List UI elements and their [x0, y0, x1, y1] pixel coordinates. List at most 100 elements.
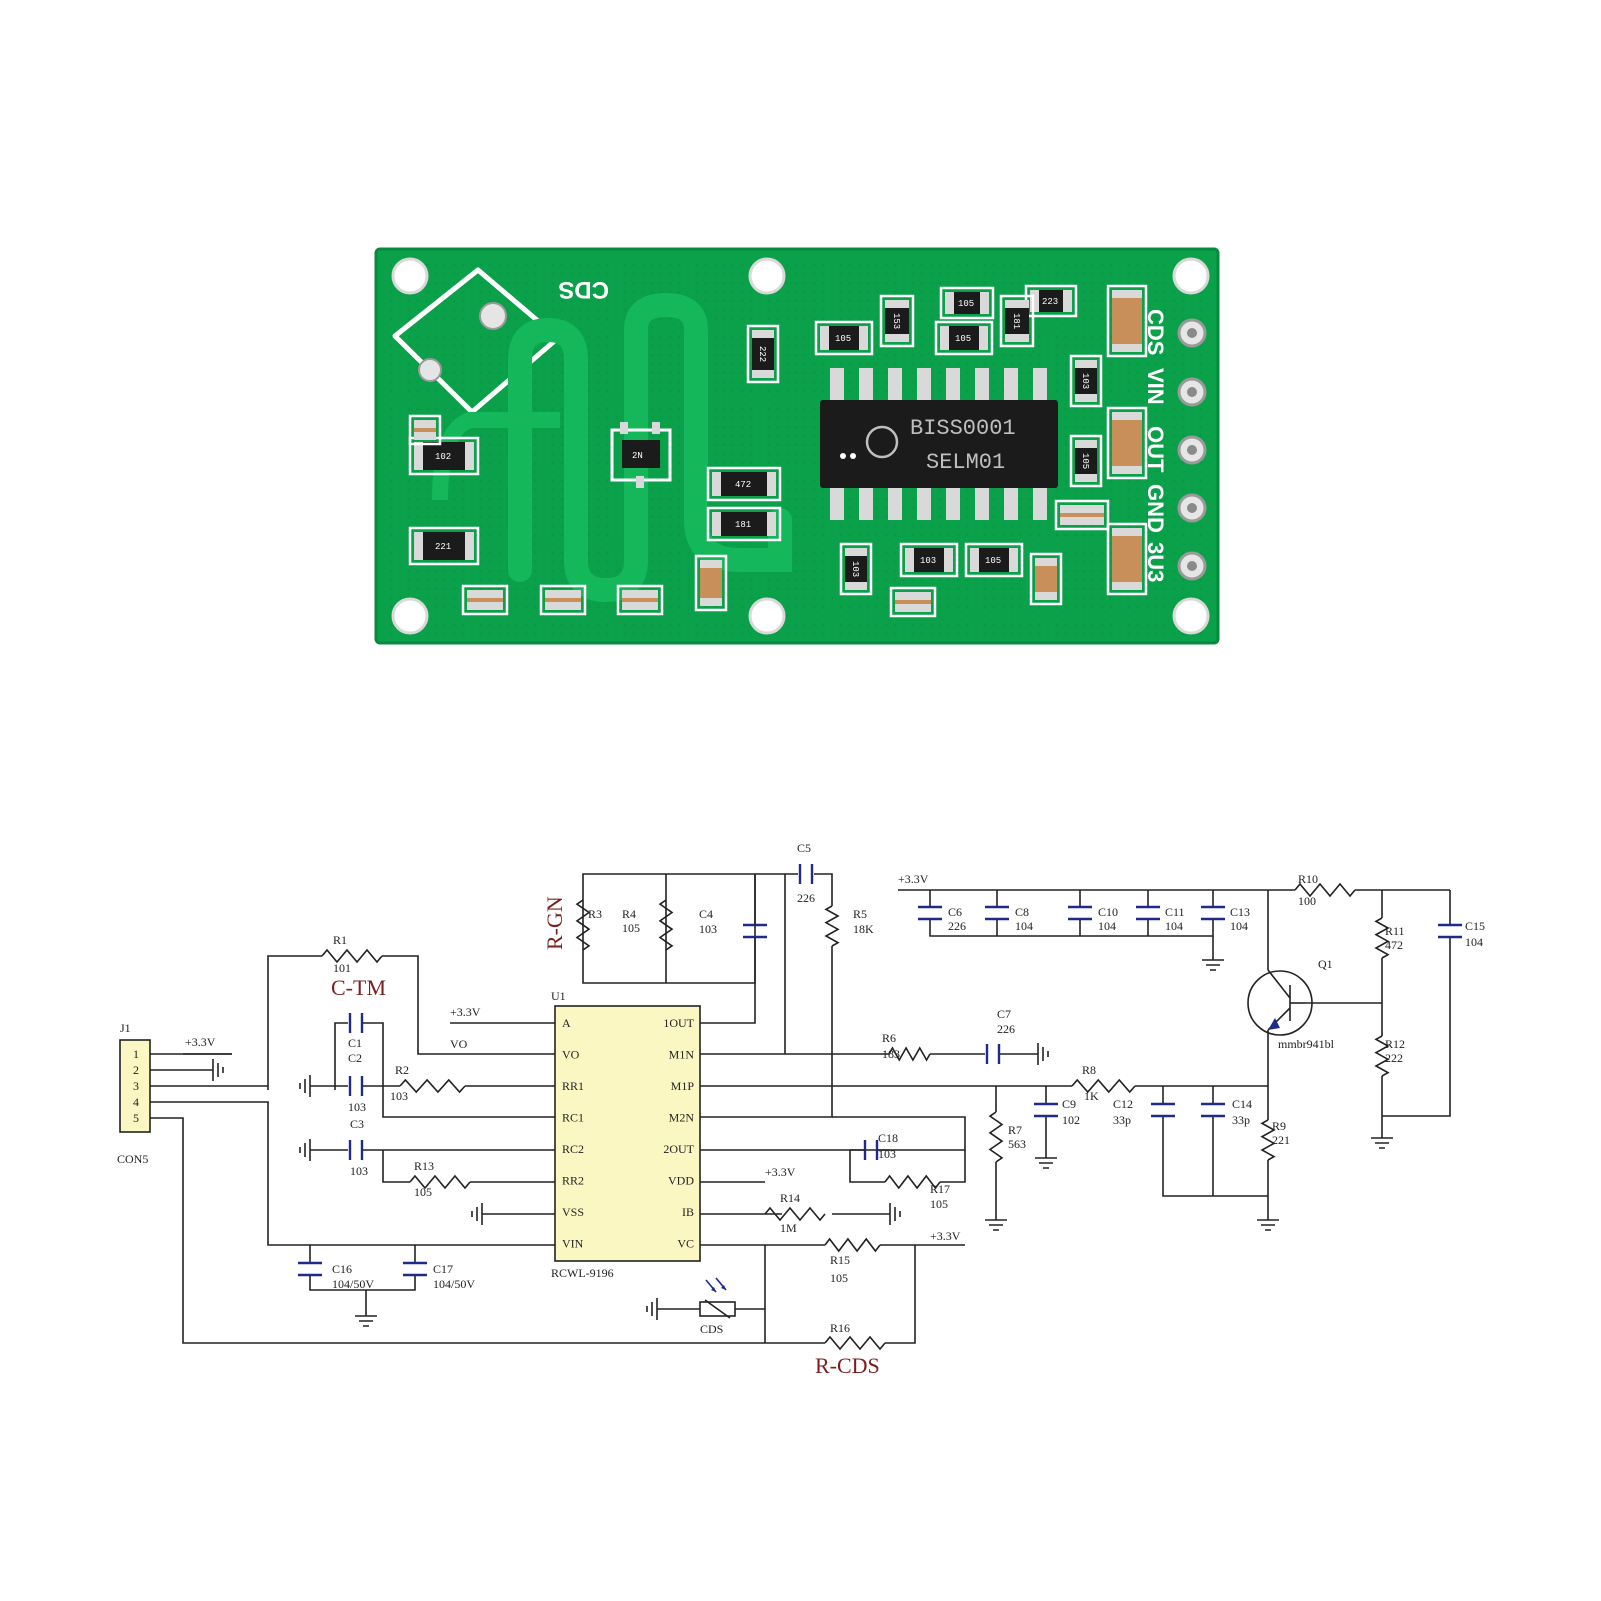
mounting-hole [748, 257, 786, 295]
label-c14-value: 33p [1232, 1113, 1250, 1127]
label-c18-value: 103 [878, 1147, 896, 1161]
label-c3-ref: C3 [350, 1117, 364, 1131]
u1-left-pin: VSS [562, 1205, 584, 1219]
label-c8-value: 104 [1015, 919, 1033, 933]
label-r17-value: 105 [930, 1197, 948, 1211]
rgn-annotation: R-GN [542, 896, 567, 950]
label-c11-value: 104 [1165, 919, 1183, 933]
label-r14-ref: R14 [780, 1191, 800, 1205]
smd-resistor: 153 [879, 294, 915, 348]
chip-pin [917, 368, 931, 402]
u1-right-pin: VC [677, 1237, 694, 1251]
label-r15-value: 105 [830, 1271, 848, 1285]
header-pad-hole [1187, 503, 1197, 513]
label-r13-value: 105 [414, 1185, 432, 1199]
smd-mark: 223 [1042, 297, 1058, 307]
ground-symbol [985, 1212, 1007, 1231]
sot23-transistor: 2N [610, 422, 672, 488]
transistor-mark: 2N [632, 451, 643, 461]
capacitor-c12 [1151, 1102, 1175, 1118]
ground-symbol [1035, 1150, 1057, 1169]
smd-mark: 105 [835, 334, 851, 344]
j1-ref: J1 [120, 1021, 131, 1035]
header-pad-hole [1187, 445, 1197, 455]
resistor-r6 [888, 1046, 931, 1062]
smd-mark: 103 [1080, 373, 1090, 389]
resistor-r8 [1071, 1078, 1136, 1094]
capacitor-c2 [348, 1076, 364, 1096]
u1-right-pin: M2N [669, 1111, 695, 1125]
resistor-r16 [824, 1335, 886, 1351]
u1-ref: U1 [551, 989, 566, 1003]
u1-right-pin: M1P [671, 1079, 695, 1093]
resistor-r7 [988, 1111, 1004, 1163]
label-cds-ref: CDS [700, 1322, 723, 1336]
j1-pin-number: 3 [133, 1079, 139, 1093]
label-r10-value: 100 [1298, 894, 1316, 908]
smd-resistor: 105 [934, 320, 994, 356]
label-c5-ref: C5 [797, 841, 811, 855]
capacitor-c11 [1136, 905, 1160, 921]
resistor-r2 [399, 1078, 466, 1094]
smd-resistor: 221 [408, 526, 480, 566]
smd-mark: 222 [757, 346, 767, 362]
resistor-r1 [321, 948, 383, 964]
j1-name: CON5 [117, 1152, 148, 1166]
label-c12-ref: C12 [1113, 1097, 1133, 1111]
label-c9-ref: C9 [1062, 1097, 1076, 1111]
chip-pin [859, 486, 873, 520]
label-c10-value: 104 [1098, 919, 1116, 933]
capacitor-c17 [403, 1261, 427, 1277]
label-c1-ref: C1 [348, 1036, 362, 1050]
label-r16-ref: R16 [830, 1321, 850, 1335]
label-c14-ref: C14 [1232, 1097, 1252, 1111]
label-c10-ref: C10 [1098, 905, 1118, 919]
ground-symbol [1371, 1130, 1393, 1149]
ctm-annotation: C-TM [331, 975, 386, 1000]
label-r9-ref: R9 [1272, 1119, 1286, 1133]
chip-pin [1004, 486, 1018, 520]
smd-mark: 181 [735, 520, 751, 530]
label-r1-value: 101 [333, 961, 351, 975]
smd-mark: 105 [958, 299, 974, 309]
j1-pin-number: 1 [133, 1047, 139, 1061]
biss0001-chip: BISS0001 SELM01 [820, 368, 1058, 520]
net-label-vc: +3.3V [930, 1229, 961, 1243]
u1-right-pin: 2OUT [663, 1142, 694, 1156]
smd-resistor: 105 [964, 542, 1024, 578]
header-silk-label: VIN [1143, 368, 1168, 405]
j1-pin-number: 2 [133, 1063, 139, 1077]
resistor-r5 [824, 905, 840, 947]
label-c6-value: 226 [948, 919, 966, 933]
label-c6-ref: C6 [948, 905, 962, 919]
label-r3-ref: R3 [588, 907, 602, 921]
resistor-r11 [1374, 917, 1390, 959]
resistor-r3 [575, 899, 591, 951]
ground-symbol [1202, 952, 1224, 971]
capacitor-c10 [1068, 905, 1092, 921]
smd-resistor: 103 [1069, 354, 1103, 408]
smd-capacitor [408, 414, 442, 446]
header-pad-hole [1187, 387, 1197, 397]
ground-symbol [205, 1059, 224, 1081]
smd-mark: 181 [1011, 313, 1021, 329]
label-c7-ref: C7 [997, 1007, 1011, 1021]
mounting-hole [391, 257, 429, 295]
cds-photoresistor-symbol [699, 1277, 736, 1319]
u1-right-pin: IB [682, 1205, 694, 1219]
label-r8-ref: R8 [1082, 1063, 1096, 1077]
mounting-hole [1172, 597, 1210, 635]
resistor-r15 [824, 1237, 881, 1253]
label-r14-value: 1M [780, 1221, 797, 1235]
chip-pin [859, 368, 873, 402]
ground-symbol [471, 1203, 490, 1225]
ground-symbol [299, 1139, 318, 1161]
u1-name: RCWL-9196 [551, 1266, 614, 1280]
ground-symbol [882, 1203, 901, 1225]
smd-mark: 103 [920, 556, 936, 566]
capacitor-c15 [1438, 923, 1462, 939]
smd-capacitor [889, 586, 937, 618]
label-c7-value: 226 [997, 1022, 1015, 1036]
